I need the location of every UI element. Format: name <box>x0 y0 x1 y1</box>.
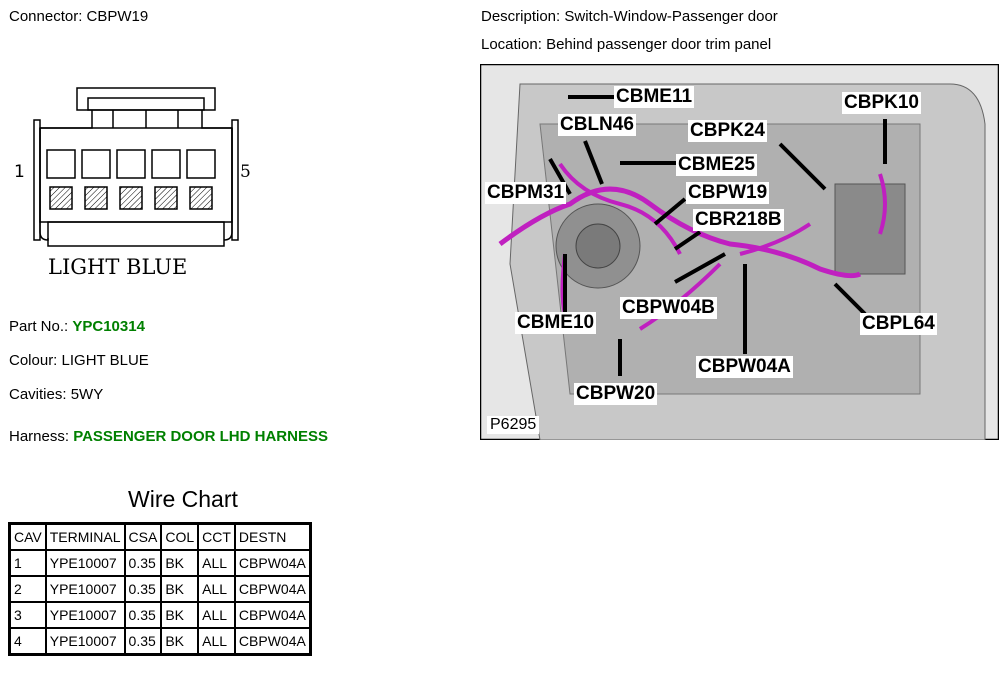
cell-csa: 0.35 <box>123 601 163 629</box>
cell-destn: CBPW04A <box>233 601 312 629</box>
cell-cct: ALL <box>197 601 236 629</box>
column-header-cav: CAV <box>8 522 47 551</box>
cell-destn: CBPW04A <box>233 627 312 656</box>
callout-cbme11: CBME11 <box>614 86 695 108</box>
column-header-destn: DESTN <box>233 522 312 551</box>
door-location-image: CBME11 CBPK10 CBLN46 CBPK24 CBME25 CBPM3… <box>480 64 999 440</box>
callout-cbpk24: CBPK24 <box>688 120 767 142</box>
wire-chart-title: Wire Chart <box>128 486 238 512</box>
location-label: Location: <box>481 36 542 53</box>
cavity-3 <box>116 149 146 179</box>
cell-cav: 4 <box>8 627 47 656</box>
cell-cct: ALL <box>197 627 236 656</box>
cell-col: BK <box>160 549 200 577</box>
column-header-cct: CCT <box>197 522 236 551</box>
photo-reference-code: P6295 <box>487 416 540 434</box>
colour-label: Colour: <box>9 352 58 369</box>
cell-terminal: YPE10007 <box>44 627 126 656</box>
terminal-lock-2 <box>84 186 108 210</box>
cell-cct: ALL <box>197 575 236 603</box>
connector-id: CBPW19 <box>86 8 149 25</box>
terminal-lock-1 <box>49 186 73 210</box>
description-line: Description: Switch-Window-Passenger doo… <box>481 8 778 25</box>
cell-terminal: YPE10007 <box>44 575 126 603</box>
cavity-5 <box>186 149 216 179</box>
connector-colour-caption: LIGHT BLUE <box>48 255 187 279</box>
cell-destn: CBPW04A <box>233 575 312 603</box>
callout-cbpm31: CBPM31 <box>485 182 567 204</box>
terminal-lock-3 <box>119 186 143 210</box>
cavities-value: 5WY <box>70 386 104 403</box>
callout-cbpw04a: CBPW04A <box>696 356 793 378</box>
description-value: Switch-Window-Passenger door <box>564 8 778 25</box>
callout-cbpw19: CBPW19 <box>686 182 770 204</box>
table-row: 4 YPE10007 0.35 BK ALL CBPW04A <box>8 627 312 656</box>
cavity-1 <box>46 149 76 179</box>
column-header-csa: CSA <box>123 522 163 551</box>
callout-cbpw04b: CBPW04B <box>620 297 717 319</box>
cell-cav: 1 <box>8 549 47 577</box>
harness-line: Harness: PASSENGER DOOR LHD HARNESS <box>9 428 328 445</box>
connector-label: Connector: <box>9 8 83 25</box>
location-value: Behind passenger door trim panel <box>546 36 772 53</box>
table-row: 1 YPE10007 0.35 BK ALL CBPW04A <box>8 549 312 577</box>
connector-heading: Connector: CBPW19 <box>9 8 148 25</box>
callout-cbpl64: CBPL64 <box>860 313 937 335</box>
cavities-line: Cavities: 5WY <box>9 386 103 403</box>
callout-cbpk10: CBPK10 <box>842 92 921 114</box>
column-header-col: COL <box>160 522 200 551</box>
pin-1-label: 1 <box>14 162 25 182</box>
callout-cbr218b: CBR218B <box>693 209 784 231</box>
colour-value: LIGHT BLUE <box>61 352 149 369</box>
wire-chart-table: CAV TERMINAL CSA COL CCT DESTN 1 YPE1000… <box>8 522 312 656</box>
cavity-4 <box>151 149 181 179</box>
cell-col: BK <box>160 627 200 656</box>
cavities-label: Cavities: <box>9 386 67 403</box>
table-row: 3 YPE10007 0.35 BK ALL CBPW04A <box>8 601 312 629</box>
cell-col: BK <box>160 601 200 629</box>
cell-cav: 2 <box>8 575 47 603</box>
terminal-lock-4 <box>154 186 178 210</box>
table-row: 2 YPE10007 0.35 BK ALL CBPW04A <box>8 575 312 603</box>
callout-cbpw20: CBPW20 <box>574 383 658 405</box>
pin-5-label: 5 <box>240 162 251 182</box>
cell-csa: 0.35 <box>123 549 163 577</box>
cell-cct: ALL <box>197 549 236 577</box>
cell-csa: 0.35 <box>123 627 163 656</box>
callout-cbme10: CBME10 <box>515 312 597 334</box>
harness-link[interactable]: PASSENGER DOOR LHD HARNESS <box>73 428 328 445</box>
terminal-lock-5 <box>189 186 213 210</box>
callout-cbme25: CBME25 <box>676 154 758 176</box>
cell-destn: CBPW04A <box>233 549 312 577</box>
cavity-2 <box>81 149 111 179</box>
wire-chart-header-row: CAV TERMINAL CSA COL CCT DESTN <box>8 522 312 551</box>
cell-terminal: YPE10007 <box>44 601 126 629</box>
cell-terminal: YPE10007 <box>44 549 126 577</box>
cell-cav: 3 <box>8 601 47 629</box>
description-label: Description: <box>481 8 561 25</box>
colour-line: Colour: LIGHT BLUE <box>9 352 149 369</box>
cell-csa: 0.35 <box>123 575 163 603</box>
part-no-link[interactable]: YPC10314 <box>72 318 145 335</box>
harness-label: Harness: <box>9 428 70 445</box>
cell-col: BK <box>160 575 200 603</box>
part-no-line: Part No.: YPC10314 <box>9 318 145 335</box>
part-no-label: Part No.: <box>9 318 69 335</box>
column-header-terminal: TERMINAL <box>44 522 126 551</box>
connector-face-diagram: 1 5 LIGHT BLUE <box>14 87 251 279</box>
callout-cbln46: CBLN46 <box>558 114 636 136</box>
location-line: Location: Behind passenger door trim pan… <box>481 36 771 53</box>
